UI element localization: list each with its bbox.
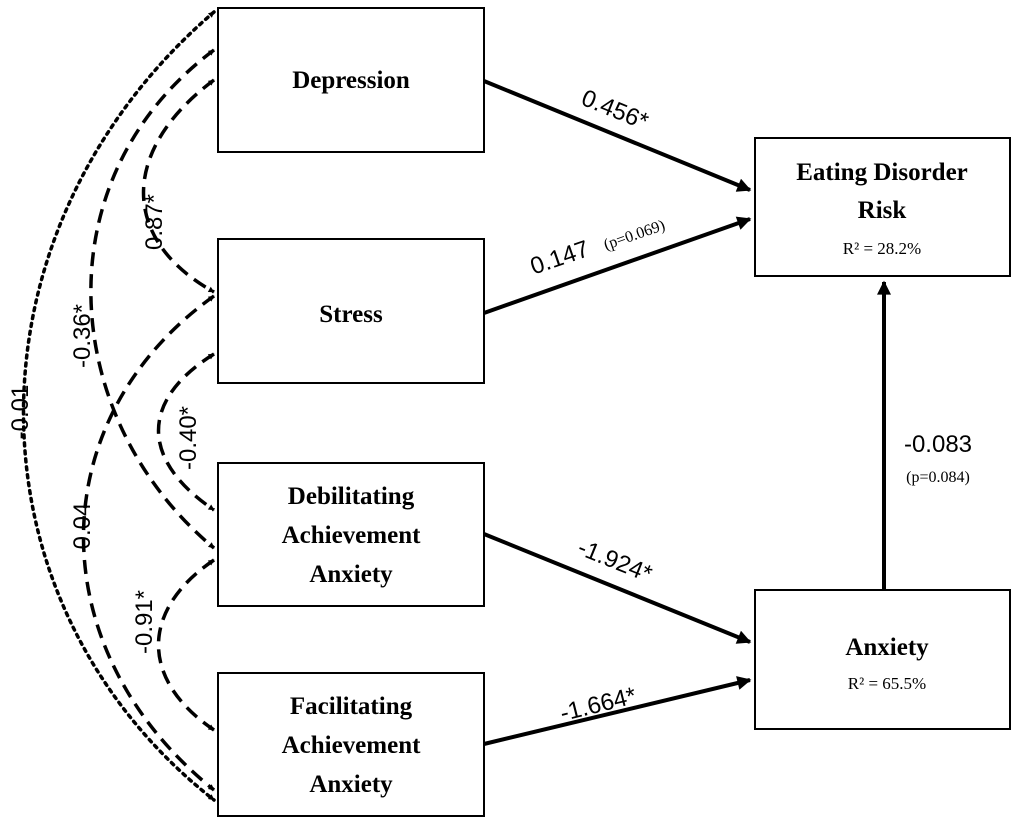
- debilitating-label-3: Anxiety: [309, 561, 393, 588]
- cov-label-stress-facilitating: 0.04: [69, 503, 96, 550]
- stress-box: [217, 238, 485, 384]
- debilitating-box: [217, 462, 485, 607]
- coef-anxiety-eating-note: (p=0.084): [906, 469, 970, 486]
- facilitating-label-3: Anxiety: [309, 771, 393, 798]
- facilitating-label-2: Achievement: [282, 732, 422, 759]
- debilitating-label-2: Achievement: [282, 522, 422, 549]
- cov-depression-debilitating: [89, 48, 216, 550]
- eating-disorder-box: [754, 137, 1011, 277]
- coef-depression-eating: 0.456*: [578, 85, 652, 136]
- cov-label-depression-facilitating: -0.01: [7, 385, 34, 440]
- coef-stress-eating-group: 0.147 (p=0.069): [527, 217, 668, 281]
- anxiety-r2: R² = 65.5%: [848, 674, 926, 693]
- cov-stress-facilitating: [81, 294, 216, 792]
- anxiety-box: [754, 589, 1011, 730]
- debilitating-label-1: Debilitating: [288, 483, 415, 510]
- cov-depression-facilitating: [21, 10, 216, 802]
- cov-label-stress-debilitating: -0.40*: [175, 406, 202, 470]
- cov-debilitating-facilitating: [156, 558, 215, 732]
- cov-label-debilitating-facilitating: -0.91*: [131, 590, 158, 654]
- cov-depression-stress: [141, 78, 216, 294]
- coef-facilitating-anxiety: -1.664*: [557, 682, 639, 727]
- coef-stress-eating: 0.147: [527, 235, 593, 280]
- stress-label: Stress: [319, 301, 383, 328]
- depression-label: Depression: [292, 67, 410, 94]
- facilitating-label-1: Facilitating: [290, 693, 413, 720]
- eating-disorder-label-2: Risk: [858, 197, 907, 224]
- coef-anxiety-eating: -0.083: [904, 431, 972, 458]
- facilitating-box: [217, 672, 485, 817]
- eating-disorder-r2: R² = 28.2%: [843, 239, 921, 258]
- anxiety-label: Anxiety: [845, 634, 929, 661]
- path-depression-eating: [483, 79, 752, 192]
- cov-label-depression-debilitating: -0.36*: [69, 304, 96, 368]
- eating-disorder-label-1: Eating Disorder: [796, 159, 968, 186]
- coef-stress-eating-note: (p=0.069): [602, 217, 668, 254]
- cov-stress-debilitating: [156, 352, 215, 512]
- depression-box: [217, 7, 485, 153]
- path-stress-eating: [483, 216, 752, 315]
- cov-label-depression-stress: 0.87*: [141, 194, 168, 250]
- path-facilitating-anxiety: [483, 676, 752, 746]
- coef-debilitating-anxiety: -1.924*: [574, 534, 656, 588]
- path-debilitating-anxiety: [483, 532, 752, 644]
